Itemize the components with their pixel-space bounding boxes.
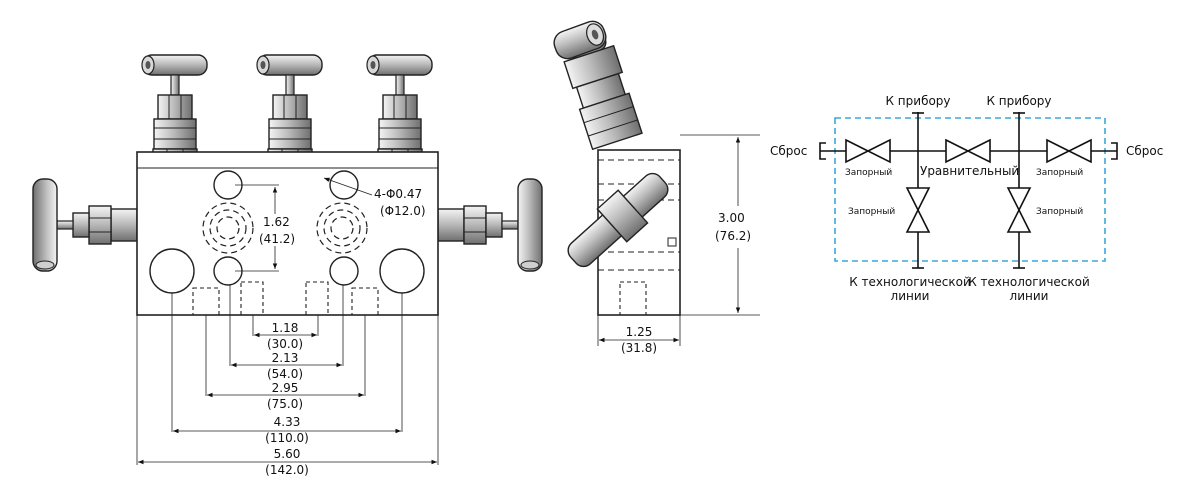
dim-3-mm: (75.0) — [267, 397, 303, 411]
dim-height: 3.00 — [718, 211, 745, 225]
label-valve-vert-right: Запорный — [1036, 207, 1083, 217]
hole-callout: 4-Φ0.47 — [374, 187, 422, 201]
label-to-instrument-right: К прибору — [986, 94, 1051, 108]
side-fitting-left — [32, 178, 138, 272]
label-process-left-2: линии — [891, 289, 930, 303]
label-valve-top-left: Запорный — [845, 168, 892, 178]
side-fitting-right — [437, 178, 543, 272]
dim-1: 1.18 — [272, 321, 299, 335]
side-view: 3.00 (76.2) 1.25 (31.8) — [553, 20, 760, 355]
dim-2: 2.13 — [272, 351, 299, 365]
dim-2-mm: (54.0) — [267, 367, 303, 381]
label-vent-right: Сброс — [1126, 144, 1163, 158]
front-view: 1.62 (41.2) 4-Φ0.47 (Φ12.0) 1. — [32, 54, 543, 477]
dim-height-mm: (76.2) — [715, 229, 751, 243]
mounting-hole — [329, 256, 359, 286]
schematic-border — [834, 117, 1106, 262]
label-vent-left: Сброс — [770, 144, 807, 158]
label-process-left-1: К технологической — [849, 275, 971, 289]
label-process-right-2: линии — [1010, 289, 1049, 303]
label-to-instrument-left: К прибору — [885, 94, 950, 108]
valve-schematic: Сброс Сброс К прибору К прибору Запорный… — [770, 94, 1163, 303]
dim-3: 2.95 — [272, 381, 299, 395]
mounting-hole — [329, 170, 359, 200]
dim-5-mm: (142.0) — [265, 463, 309, 477]
label-valve-top-right: Запорный — [1036, 168, 1083, 178]
dim-hole-spacing: 1.62 — [263, 215, 290, 229]
dim-hole-spacing-mm: (41.2) — [259, 232, 295, 246]
dim-depth: 1.25 — [626, 325, 653, 339]
dim-5: 5.60 — [274, 447, 301, 461]
label-process-right-1: К технологической — [968, 275, 1090, 289]
label-valve-equalizing: Уравнительный — [920, 164, 1019, 178]
dim-depth-mm: (31.8) — [621, 341, 657, 355]
label-valve-vert-left: Запорный — [848, 207, 895, 217]
hole-callout-mm: (Φ12.0) — [380, 204, 426, 218]
dim-1-mm: (30.0) — [267, 337, 303, 351]
dim-4-mm: (110.0) — [265, 431, 309, 445]
dim-4: 4.33 — [274, 415, 301, 429]
